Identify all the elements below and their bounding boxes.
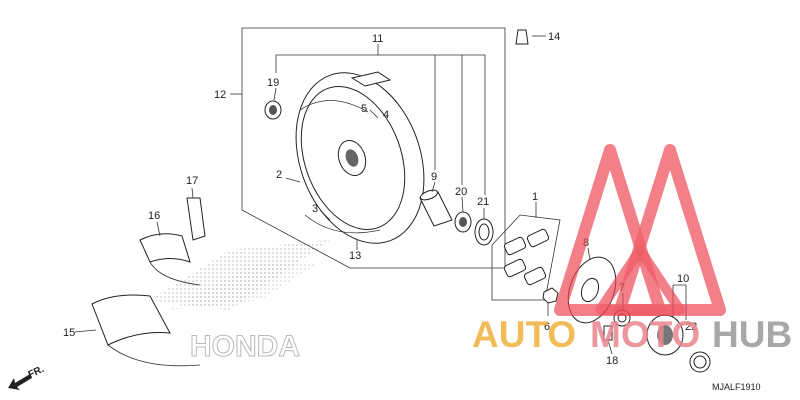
arrow-icon bbox=[8, 374, 32, 390]
valve-cap-part-14 bbox=[515, 29, 529, 45]
callout-14: 14 bbox=[548, 31, 560, 43]
collar-part-9 bbox=[419, 189, 453, 227]
rear-wheel bbox=[295, 72, 425, 244]
bearing-part-20 bbox=[454, 211, 472, 233]
callout-10: 10 bbox=[677, 273, 689, 285]
dust-seal-part-21 bbox=[474, 218, 494, 246]
callout-16: 16 bbox=[148, 210, 160, 222]
nut-part-6 bbox=[542, 287, 559, 304]
callout-22: 22 bbox=[685, 321, 697, 333]
watermark-auto: AUTO bbox=[472, 314, 576, 355]
callout-5: 5 bbox=[361, 103, 367, 115]
callout-12: 12 bbox=[214, 89, 226, 101]
callout-21: 21 bbox=[477, 196, 489, 208]
tire-tube-part-16 bbox=[139, 233, 201, 286]
callout-3: 3 bbox=[312, 203, 318, 215]
callout-17: 17 bbox=[186, 175, 198, 187]
tire-part-15 bbox=[91, 294, 201, 367]
diagram-code: MJALF1910 bbox=[712, 382, 761, 392]
o-ring-part-22 bbox=[689, 351, 711, 373]
callout-4: 4 bbox=[383, 109, 389, 121]
damper-plate-part-5 bbox=[350, 71, 392, 87]
honda-background-text: HONDA bbox=[190, 330, 300, 363]
leader-lines bbox=[74, 35, 687, 355]
direction-label: FR. bbox=[27, 364, 46, 381]
watermark-logo: AUTO MOTO HUB bbox=[472, 144, 792, 355]
triangle-logo-icon bbox=[554, 144, 726, 316]
callout-13: 13 bbox=[349, 250, 361, 262]
rim-band-part-17 bbox=[186, 197, 206, 241]
callout-20: 20 bbox=[455, 186, 467, 198]
callout-6: 6 bbox=[544, 321, 550, 333]
watermark-hub: HUB bbox=[712, 314, 792, 355]
honda-background-logo: HONDA bbox=[150, 240, 330, 364]
wheel-assembly-frame bbox=[241, 27, 506, 269]
damper-rubber-group bbox=[491, 214, 561, 301]
callout-15: 15 bbox=[63, 327, 75, 339]
callout-1: 1 bbox=[532, 191, 538, 203]
front-direction-indicator: FR. bbox=[8, 364, 46, 390]
callout-2: 2 bbox=[276, 169, 282, 181]
final-driven-hub-part-10 bbox=[646, 314, 684, 356]
bearing-part-19 bbox=[264, 100, 282, 120]
callout-19: 19 bbox=[267, 77, 279, 89]
callout-9: 9 bbox=[431, 171, 437, 183]
watermark-moto: MOTO bbox=[590, 314, 700, 355]
callout-18: 18 bbox=[606, 355, 618, 367]
callout-11: 11 bbox=[372, 33, 383, 45]
